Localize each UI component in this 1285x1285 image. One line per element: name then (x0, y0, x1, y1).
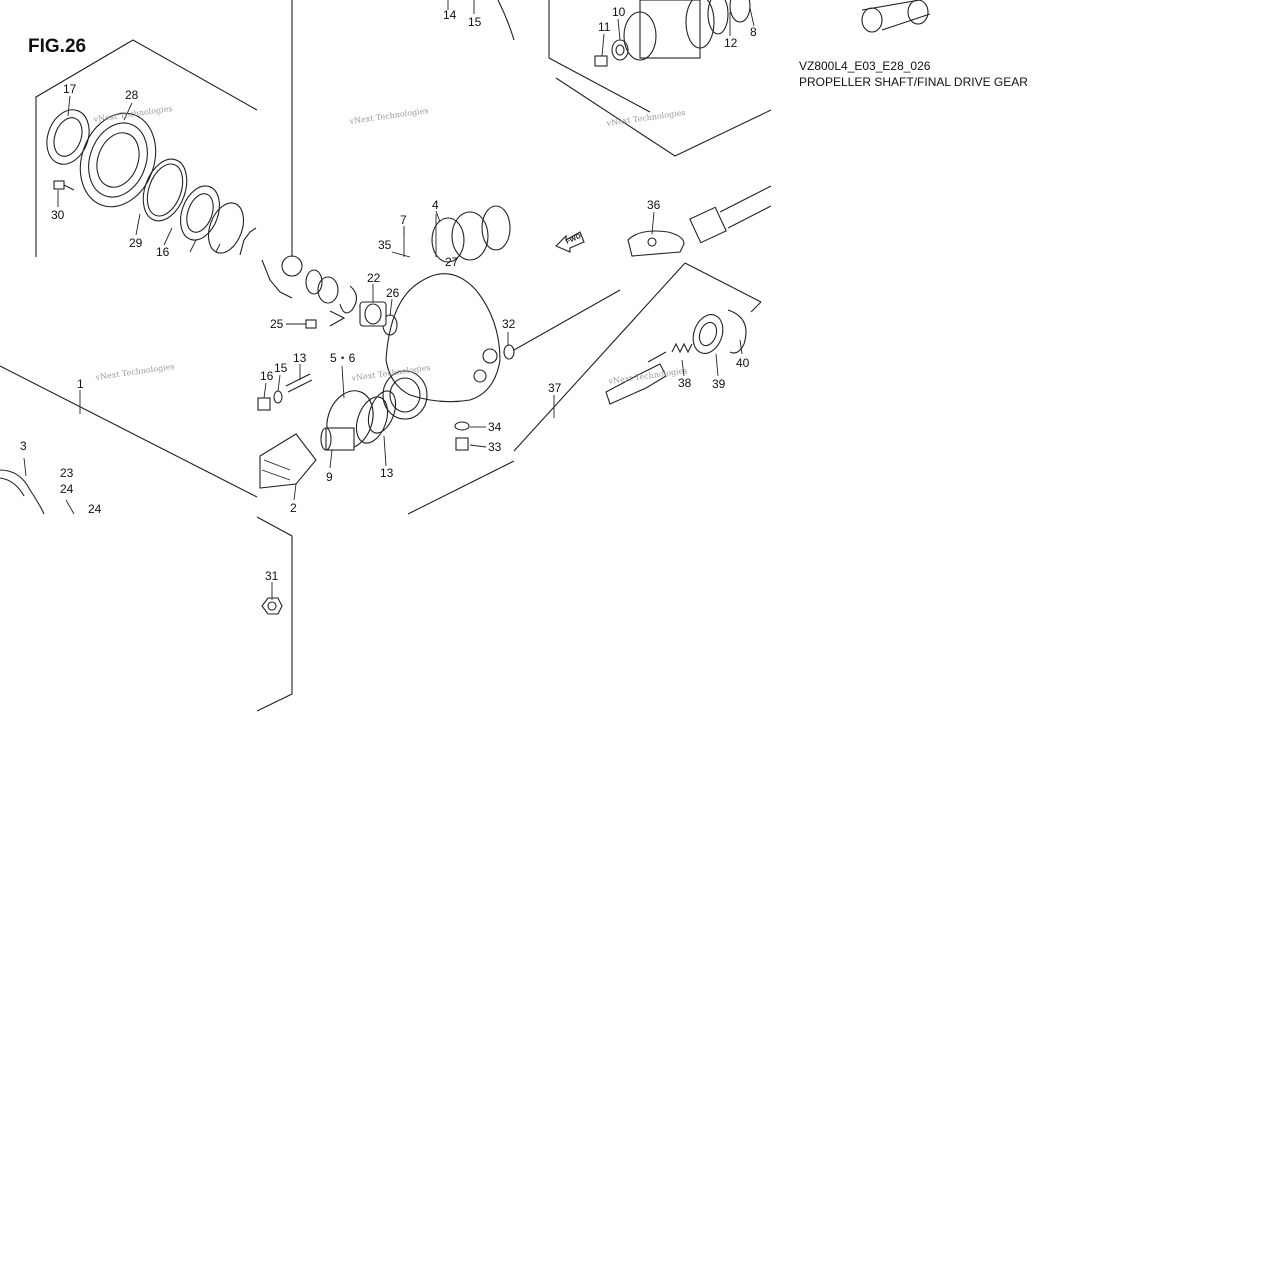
universal-joint (861, 0, 931, 33)
needle-bearing-21 (359, 301, 387, 327)
callout-28: 28 (125, 88, 139, 102)
callout-8: 8 (750, 25, 757, 39)
callout-12: 12 (724, 36, 738, 50)
pinion-gear-2 (259, 433, 317, 489)
callout-5-6: 5・6 (330, 351, 356, 365)
callout-36: 36 (647, 198, 661, 212)
callout-1: 1 (77, 377, 84, 391)
callout-31: 31 (265, 569, 279, 583)
shaft-37 (513, 289, 621, 351)
callout-38: 38 (678, 376, 692, 390)
group-box-left-mid (0, 365, 258, 498)
stud-14 (285, 373, 313, 393)
callout-19: 16 (156, 245, 170, 259)
bearing-19 (180, 185, 220, 241)
callout-3: 3 (20, 439, 27, 453)
callout-17: 14 (443, 8, 457, 22)
watermark-1: vNext Technologies (92, 104, 173, 124)
seat-39 (692, 314, 724, 354)
callout-32: 32 (502, 317, 516, 331)
watermark-2: vNext Technologies (348, 106, 429, 126)
callout-labels: 17 28 30 29 16 14 15 10 11 12 8 4 7 35 2… (20, 5, 757, 583)
circlip (339, 285, 358, 314)
callout-23: 24 (60, 482, 74, 496)
circlip-40 (727, 309, 747, 354)
figure-code: VZ800L4_E03_E28_026 (799, 59, 931, 73)
callout-20: 17 (63, 82, 77, 96)
callout-7: 7 (400, 213, 407, 227)
bolt-30 (53, 180, 75, 191)
callout-34: 34 (488, 420, 502, 434)
callout-11: 11 (598, 20, 611, 34)
joint-36 (627, 230, 685, 257)
bearing-24 (65, 499, 75, 515)
o-rings-left (305, 269, 339, 304)
callout-13: 13 (380, 466, 394, 480)
group-box-right-top (548, 0, 772, 157)
oil-seal-20 (46, 109, 90, 165)
part-17-18-area (447, 0, 515, 41)
watermark-6: vNext Technologies (607, 366, 688, 386)
callout-24b: 24 (88, 502, 102, 516)
ring-bearing (207, 202, 245, 254)
final-gear-case-27 (382, 273, 501, 420)
callout-29: 29 (129, 236, 143, 250)
bearing-4 (431, 205, 511, 263)
o-ring-32 (503, 344, 515, 360)
drain-plug-33 (455, 437, 469, 451)
figure-title: FIG.26 (28, 36, 87, 57)
group-box-left-top (35, 39, 258, 257)
callout-14: 13 (293, 351, 307, 365)
washer-15 (273, 390, 283, 404)
fwd-arrow: FWD (555, 231, 585, 253)
watermark-3: vNext Technologies (605, 108, 686, 128)
callout-2: 2 (290, 501, 297, 515)
part-35 (391, 251, 411, 258)
shaft-joint (605, 351, 667, 405)
coupling-9 (320, 427, 355, 451)
callout-4: 4 (432, 198, 439, 212)
callout-35: 35 (378, 238, 392, 252)
callout-15b: 15 (274, 361, 288, 375)
group-box-left-bottom (256, 516, 293, 712)
callout-10: 10 (612, 5, 626, 19)
callout-26: 26 (386, 286, 400, 300)
washer-10 (611, 39, 629, 61)
callout-27: 27 (445, 255, 459, 269)
callout-18: 15 (468, 15, 482, 29)
ring-gear-3 (0, 457, 45, 515)
callout-40: 40 (736, 356, 750, 370)
callout-39: 39 (712, 377, 726, 391)
gasket-34 (454, 421, 470, 431)
callout-21: 22 (367, 271, 381, 285)
gear-teeth-tile1 (239, 227, 257, 256)
shim-29 (142, 158, 188, 222)
callout-33: 33 (488, 440, 502, 454)
pinion-bearing-group (623, 0, 751, 61)
leader-lines (57, 7, 755, 600)
figure-caption: PROPELLER SHAFT/FINAL DRIVE GEAR (799, 75, 1028, 89)
bolt-25 (305, 319, 317, 329)
gear-teeth-tile5 (261, 255, 303, 299)
nut-11 (594, 55, 608, 67)
spring-38 (671, 342, 693, 354)
callout-9: 9 (326, 470, 333, 484)
bearing-13 (355, 390, 397, 444)
callout-30: 30 (51, 208, 65, 222)
callout-22: 23 (60, 466, 74, 480)
nut-16 (257, 397, 271, 411)
bolt-31 (261, 597, 283, 615)
group-box-center-mid (329, 262, 762, 515)
callout-37: 37 (548, 381, 562, 395)
watermark-4: vNext Technologies (94, 362, 175, 382)
callout-25: 25 (270, 317, 284, 331)
callout-16: 16 (260, 369, 274, 383)
propeller-shaft (689, 185, 772, 244)
